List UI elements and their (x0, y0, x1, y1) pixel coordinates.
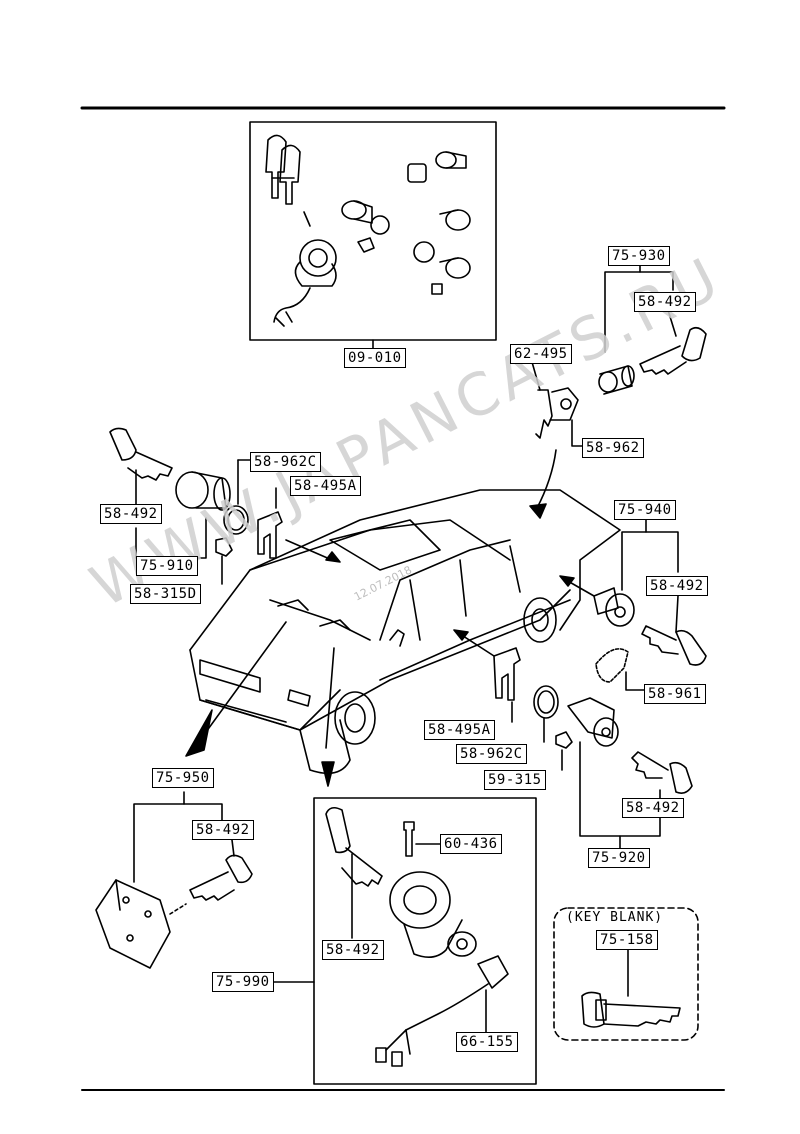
kit-keys (265, 134, 301, 205)
hood-cover (95, 879, 171, 969)
right-door-key (631, 751, 693, 794)
leader-58-962 (571, 419, 583, 447)
bracket-75-930 (604, 271, 674, 353)
ignition-switch (389, 871, 509, 989)
trunk-key (639, 326, 707, 375)
label-58-495a-left: 58-495A (290, 476, 361, 496)
label-62-495: 62-495 (510, 344, 572, 364)
ignition-bolt (403, 821, 415, 857)
car-illustration (189, 489, 621, 775)
pointer-right-door (459, 633, 495, 657)
label-58-962c-right: 58-962C (456, 744, 527, 764)
leader-trunk-key (667, 309, 677, 337)
leader-62-495 (531, 361, 541, 391)
label-75-158: 75-158 (596, 930, 658, 950)
bracket-75-950 (133, 803, 223, 883)
right-door-ring-inner (537, 690, 555, 714)
label-58-315d: 58-315D (130, 584, 201, 604)
trunk-cylinder (598, 365, 635, 395)
label-58-492-trunk: 58-492 (634, 292, 696, 312)
kit-trunk-cylinders (407, 151, 471, 295)
pointer-trunk-head (529, 503, 547, 519)
label-59-315: 59-315 (484, 770, 546, 790)
right-door-cylinder (567, 697, 619, 747)
label-58-495a-right: 58-495A (424, 720, 495, 740)
left-door-cylinder (175, 471, 249, 535)
ignition-key (325, 806, 383, 887)
label-75-940: 75-940 (614, 500, 676, 520)
label-75-920: 75-920 (588, 848, 650, 868)
pointer-hood (205, 621, 287, 733)
bracket-75-940 (621, 531, 679, 591)
leader-rear-key (675, 595, 679, 633)
right-door-cap (555, 731, 573, 749)
left-door-cap (215, 537, 233, 557)
rear-door-cylinder (593, 587, 635, 627)
label-58-961: 58-961 (644, 684, 706, 704)
pointer-ignition-head (321, 761, 335, 787)
ignition-harness (375, 983, 489, 1067)
label-60-436: 60-436 (440, 834, 502, 854)
right-door-ring-outer (533, 685, 559, 719)
label-58-492-ignition: 58-492 (322, 940, 384, 960)
label-75-950: 75-950 (152, 768, 214, 788)
rear-cover (595, 648, 629, 683)
hood-key (189, 854, 253, 901)
pointer-left-door-head (325, 551, 341, 563)
right-door-clip (493, 647, 521, 701)
label-66-155: 66-155 (456, 1032, 518, 1052)
pointer-rear-head (559, 575, 575, 587)
left-door-clip (257, 511, 283, 559)
label-75-990: 75-990 (212, 972, 274, 992)
pointer-right-door-head (453, 629, 469, 641)
key-blank-title: (KEY BLANK) (566, 910, 664, 925)
label-75-910: 75-910 (136, 556, 198, 576)
pointer-trunk (535, 449, 557, 511)
hood-dash (169, 903, 187, 915)
ignition-box (313, 797, 537, 1085)
kit-door-cylinder (341, 200, 390, 253)
label-58-492-right: 58-492 (622, 798, 684, 818)
label-58-492-left: 58-492 (100, 504, 162, 524)
leader-58-961 (625, 671, 645, 691)
rear-door-key (641, 625, 707, 666)
pointer-ignition (325, 647, 335, 749)
bracket-75-920 (579, 741, 661, 837)
pointer-hood-head (185, 709, 213, 757)
key-blank-box (553, 907, 699, 1041)
label-75-930: 75-930 (608, 246, 670, 266)
label-58-492-hood: 58-492 (192, 820, 254, 840)
label-09-010: 09-010 (344, 348, 406, 368)
kit-ignition-cylinder (273, 211, 337, 327)
label-58-492-rear: 58-492 (646, 576, 708, 596)
leader-hood-key (231, 839, 235, 857)
label-58-962c-left: 58-962C (250, 452, 321, 472)
left-door-key (109, 427, 173, 481)
key-blank (581, 991, 681, 1028)
label-58-962: 58-962 (582, 438, 644, 458)
trunk-rod (535, 387, 579, 439)
